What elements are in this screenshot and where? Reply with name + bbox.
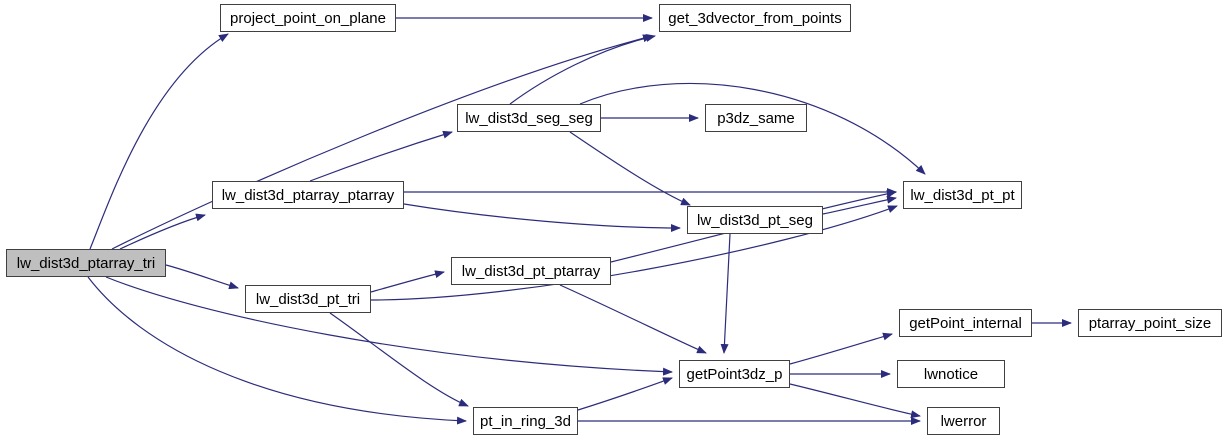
graph-node-lw_dist3d_pt_ptarray[interactable]: lw_dist3d_pt_ptarray — [451, 257, 611, 285]
call-edge-lw_dist3d_ptarray_tri-to-pt_in_ring_3d — [87, 276, 467, 425]
call-edge-lw_dist3d_seg_seg-to-get_3dvector_from_points — [509, 34, 656, 105]
graph-node-pt_in_ring_3d[interactable]: pt_in_ring_3d — [473, 407, 578, 435]
graph-node-label: lwerror — [940, 412, 987, 430]
graph-node-lw_dist3d_pt_tri[interactable]: lw_dist3d_pt_tri — [245, 285, 371, 313]
call-edge-lw_dist3d_ptarray_tri-to-project_point_on_plane — [89, 33, 229, 250]
call-edge-lw_dist3d_ptarray_tri-to-lw_dist3d_pt_tri — [165, 264, 239, 290]
graph-node-getPoint_internal[interactable]: getPoint_internal — [899, 309, 1032, 337]
graph-node-label: lwnotice — [923, 365, 979, 383]
call-edge-lw_dist3d_seg_seg-to-lw_dist3d_pt_seg — [569, 131, 691, 206]
call-edge-lw_dist3d_pt_tri-to-lw_dist3d_pt_pt — [370, 205, 898, 301]
graph-node-get_3dvector_from_points[interactable]: get_3dvector_from_points — [659, 4, 851, 32]
call-edge-getPoint3dz_p-to-getPoint_internal — [789, 332, 893, 365]
graph-node-label: p3dz_same — [717, 109, 795, 127]
graph-node-p3dz_same[interactable]: p3dz_same — [705, 104, 807, 132]
graph-node-getPoint3dz_p[interactable]: getPoint3dz_p — [679, 360, 790, 388]
graph-node-label: pt_in_ring_3d — [480, 412, 571, 430]
call-edge-lw_dist3d_seg_seg-to-lw_dist3d_pt_pt — [579, 82, 926, 175]
graph-node-lwnotice[interactable]: lwnotice — [897, 360, 1005, 388]
graph-node-label: lw_dist3d_ptarray_ptarray — [221, 186, 395, 204]
graph-node-lw_dist3d_pt_pt[interactable]: lw_dist3d_pt_pt — [903, 181, 1022, 209]
graph-node-lw_dist3d_ptarray_tri[interactable]: lw_dist3d_ptarray_tri — [6, 249, 166, 277]
edge-layer — [87, 14, 1072, 425]
call-edge-lw_dist3d_ptarray_tri-to-lw_dist3d_ptarray_ptarray — [119, 213, 206, 250]
graph-node-lw_dist3d_pt_seg[interactable]: lw_dist3d_pt_seg — [687, 206, 823, 234]
graph-node-label: lw_dist3d_pt_tri — [255, 290, 361, 308]
graph-node-label: ptarray_point_size — [1088, 314, 1212, 332]
graph-node-ptarray_point_size[interactable]: ptarray_point_size — [1078, 309, 1222, 337]
graph-node-lw_dist3d_seg_seg[interactable]: lw_dist3d_seg_seg — [457, 104, 601, 132]
graph-node-label: project_point_on_plane — [230, 9, 386, 27]
graph-node-label: getPoint_internal — [909, 314, 1022, 332]
call-edge-lw_dist3d_pt_tri-to-lw_dist3d_pt_ptarray — [370, 270, 445, 293]
graph-node-label: lw_dist3d_pt_ptarray — [461, 262, 601, 280]
call-edge-pt_in_ring_3d-to-getPoint3dz_p — [577, 377, 673, 411]
graph-node-label: lw_dist3d_pt_pt — [910, 186, 1015, 204]
call-edge-getPoint3dz_p-to-lwerror — [789, 383, 921, 419]
graph-node-label: get_3dvector_from_points — [668, 9, 842, 27]
graph-node-label: lw_dist3d_ptarray_tri — [16, 254, 156, 272]
graph-node-lwerror[interactable]: lwerror — [927, 407, 1000, 435]
call-edge-lw_dist3d_pt_tri-to-pt_in_ring_3d — [329, 312, 469, 407]
call-edge-lw_dist3d_ptarray_tri-to-get_3dvector_from_points — [111, 34, 653, 250]
call-edge-lw_dist3d_ptarray_ptarray-to-lw_dist3d_seg_seg — [309, 130, 453, 182]
graph-node-label: lw_dist3d_seg_seg — [465, 109, 593, 127]
call-edge-lw_dist3d_ptarray_ptarray-to-lw_dist3d_pt_seg — [403, 203, 681, 232]
graph-node-project_point_on_plane[interactable]: project_point_on_plane — [220, 4, 396, 32]
call-edge-lw_dist3d_pt_ptarray-to-getPoint3dz_p — [559, 284, 707, 354]
call-edge-lw_dist3d_pt_seg-to-getPoint3dz_p — [720, 233, 731, 354]
graph-node-lw_dist3d_ptarray_ptarray[interactable]: lw_dist3d_ptarray_ptarray — [212, 181, 404, 209]
call-edge-lw_dist3d_pt_seg-to-lw_dist3d_pt_pt — [822, 195, 897, 215]
call-edge-lw_dist3d_ptarray_tri-to-getPoint3dz_p — [105, 276, 673, 376]
graph-node-label: lw_dist3d_pt_seg — [697, 211, 813, 229]
graph-node-label: getPoint3dz_p — [686, 365, 783, 383]
